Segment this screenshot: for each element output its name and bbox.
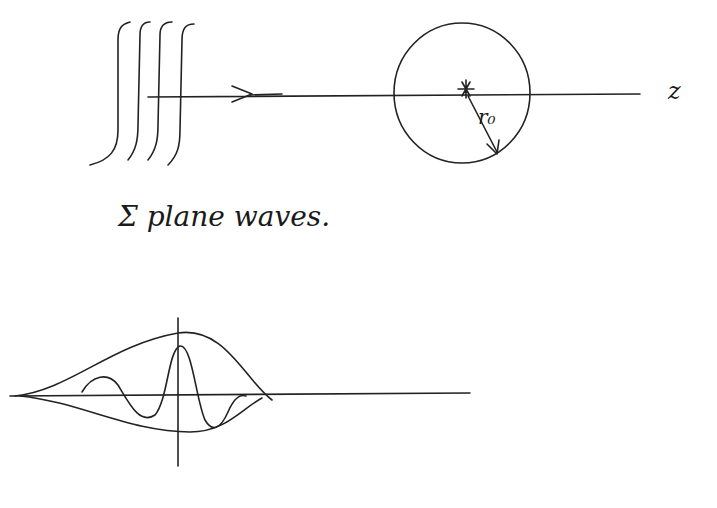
scatter-circle <box>394 23 530 163</box>
radius-line <box>468 96 497 152</box>
packet-center-line <box>177 318 179 466</box>
note-text: Σ plane waves. <box>118 202 330 233</box>
radius-label: r₀ <box>478 106 496 128</box>
wavefront <box>168 24 194 165</box>
arrow-head <box>232 86 252 102</box>
wavefront <box>148 22 172 160</box>
radius-arrow <box>487 140 499 154</box>
wavefront <box>128 22 150 160</box>
packet-oscillation <box>82 346 246 428</box>
axis-label: z <box>668 78 681 104</box>
packet-envelope <box>15 332 272 400</box>
packet-envelope <box>20 396 262 432</box>
center-star <box>458 80 474 98</box>
wavefront <box>90 22 130 165</box>
arrow-tail <box>250 94 282 95</box>
